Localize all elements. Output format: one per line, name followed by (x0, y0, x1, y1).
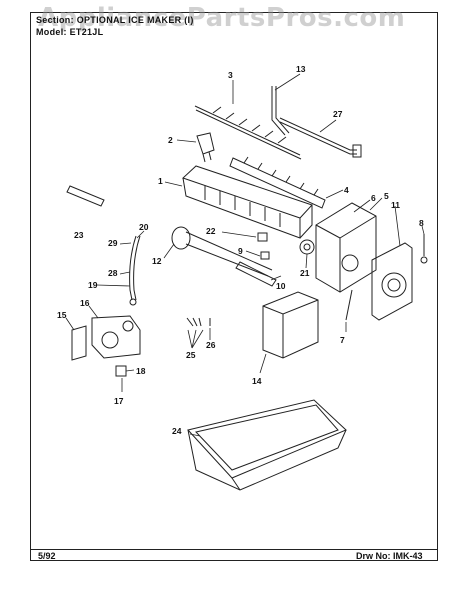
callout-4: 4 (344, 185, 349, 195)
part-10-bracket (235, 261, 277, 287)
callout-20: 20 (139, 222, 149, 232)
part-15-valve-bracket (71, 325, 87, 361)
callout-14: 14 (252, 376, 262, 386)
part-25-26-screws (186, 317, 211, 327)
part-16-water-valve (91, 315, 141, 359)
part-23-fill-tube (66, 185, 105, 207)
part-27-arm (279, 117, 362, 158)
callout-labels: 3 13 27 2 1 4 6 5 11 8 23 20 29 22 9 12 … (57, 64, 424, 436)
part-13-bracket (271, 86, 290, 136)
part-2-thermostat (196, 132, 215, 163)
callout-22: 22 (206, 226, 216, 236)
callout-29: 29 (108, 238, 118, 248)
part-3-ejector (194, 105, 302, 160)
footer-drawing-number: Drw No: IMK-43 (356, 551, 423, 561)
part-21-cam (299, 239, 315, 255)
part-5-motor-plate (371, 242, 413, 321)
footer-date: 5/92 (38, 551, 56, 561)
part-8-screw (420, 234, 428, 264)
callout-3: 3 (228, 70, 233, 80)
part-4-stripper (229, 156, 326, 209)
model-line: Model: ET21JL (36, 27, 104, 37)
footer-divider (30, 549, 438, 550)
part-6-housing (315, 202, 377, 293)
section-title: Section: OPTIONAL ICE MAKER (I) (36, 15, 194, 25)
callout-6: 6 (371, 193, 376, 203)
callout-16: 16 (80, 298, 90, 308)
part-22-clip (257, 232, 268, 242)
part-7-screw (345, 289, 353, 321)
callout-1: 1 (158, 176, 163, 186)
callout-19: 19 (88, 280, 98, 290)
callout-12: 12 (152, 256, 162, 266)
part-18-nut (115, 365, 127, 377)
callout-27: 27 (333, 109, 343, 119)
part-12-heater (171, 226, 273, 277)
callout-26: 26 (206, 340, 216, 350)
callout-21: 21 (300, 268, 310, 278)
callout-8: 8 (419, 218, 424, 228)
watermark: AppliancePartsPros.com (38, 3, 406, 33)
callout-13: 13 (296, 64, 306, 74)
callout-28: 28 (108, 268, 118, 278)
callout-9: 9 (238, 246, 243, 256)
callout-18: 18 (136, 366, 146, 376)
callout-10: 10 (276, 281, 286, 291)
callout-11: 11 (391, 200, 400, 210)
callout-2: 2 (168, 135, 173, 145)
part-14-insulation (262, 291, 319, 359)
callout-17: 17 (114, 396, 124, 406)
part-1-mold (182, 165, 313, 239)
callout-23: 23 (74, 230, 84, 240)
callout-leaders (65, 73, 425, 437)
callout-15: 15 (57, 310, 67, 320)
callout-5: 5 (384, 191, 389, 201)
diagram-frame (30, 12, 438, 561)
part-24-ice-bin (187, 399, 347, 491)
callout-7: 7 (340, 335, 345, 345)
part-9-clip (260, 251, 270, 260)
callout-24: 24 (172, 426, 182, 436)
callout-25: 25 (186, 350, 196, 360)
part-20-tube (129, 235, 141, 306)
